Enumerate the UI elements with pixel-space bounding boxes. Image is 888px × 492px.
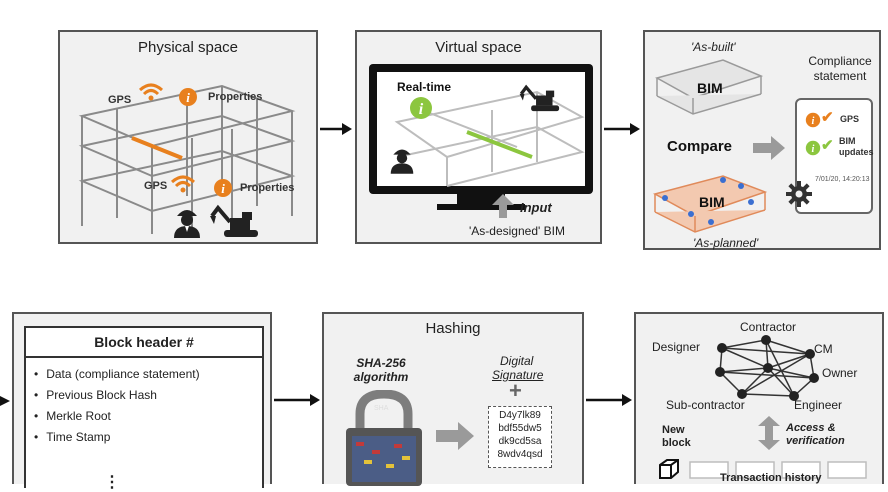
arrow-right-icon: [320, 123, 352, 135]
digital-label: Digital: [500, 354, 534, 368]
bim-label-top: BIM: [697, 80, 723, 96]
bim-updates-label: BIM updates: [839, 136, 874, 157]
blockchain-cubes-illustration: [689, 461, 867, 479]
steel-frame-illustration: [78, 84, 296, 234]
worker-icon: [174, 210, 200, 238]
checkmark-orange-icon: ✔: [821, 109, 834, 126]
compliance-statement-title: Compliance statement: [808, 54, 872, 83]
bim-label-bottom: BIM: [699, 194, 725, 210]
info-icon-green: i: [805, 140, 821, 156]
arrow-up-icon: [492, 194, 514, 218]
block-header-title: Block header #: [26, 328, 262, 358]
realtime-label: Real-time: [397, 80, 452, 94]
wifi-signal-icon: [170, 175, 196, 193]
excavator-icon: [210, 204, 258, 237]
arrow-right-icon: [586, 394, 632, 406]
more-items-ellipsis: ⋮: [104, 474, 120, 491]
virtual-space-title: Virtual space: [435, 39, 522, 56]
plus-icon: +: [509, 378, 522, 403]
gps-check-label: GPS: [840, 114, 860, 124]
compare-label: Compare: [667, 138, 733, 155]
sha-lock-text: SHA: [374, 405, 389, 412]
arrow-right-gray-icon: [753, 136, 785, 160]
info-icon-orange: i: [179, 88, 197, 106]
double-arrow-icon: [758, 416, 780, 450]
info-icon-orange: i: [805, 112, 821, 128]
transaction-history-label: Transaction history: [720, 472, 822, 484]
node-label-cm: CM: [814, 342, 833, 356]
excavator-icon: [519, 84, 560, 112]
hash-value: dk9cd5sa: [498, 436, 542, 447]
info-icon-green: i: [410, 97, 432, 119]
block-header-panel: Block header # Data (compliance statemen…: [12, 312, 272, 491]
arrow-right-icon: [604, 123, 640, 135]
gear-icon: [786, 181, 812, 207]
node-label-owner: Owner: [822, 366, 858, 380]
block-header-item-data: Data (compliance statement): [34, 364, 262, 385]
as-planned-model-illustration: [652, 175, 768, 233]
timestamp-label: 7/01/20, 14:20:13: [815, 176, 870, 183]
block-header-list: Data (compliance statement) Previous Blo…: [26, 364, 262, 448]
as-designed-label: 'As-designed' BIM: [469, 224, 565, 238]
new-block-label: New block: [662, 424, 691, 449]
arrow-right-gray-icon: [436, 422, 474, 450]
access-verification-label: Access & verification: [786, 422, 845, 447]
hashing-panel: Hashing SHA-256 algorithm SHA Digital Si…: [322, 312, 584, 486]
node-label-contractor: Contractor: [740, 320, 797, 334]
gps-label-bottom: GPS: [144, 180, 168, 192]
cube-icon: [659, 459, 679, 479]
properties-label-top: Properties: [208, 91, 263, 103]
node-label-sub-contractor: Sub-contractor: [666, 398, 745, 412]
properties-label-bottom: Properties: [240, 182, 295, 194]
info-icon-orange: i: [214, 179, 232, 197]
physical-space-title: Physical space: [137, 39, 239, 56]
hash-value: bdf55dw5: [498, 423, 542, 434]
hash-value: 8wdv4qsd: [497, 449, 543, 460]
arrow-in-icon: [0, 396, 10, 406]
arrow-right-icon: [274, 394, 320, 406]
wifi-signal-icon: [138, 83, 164, 101]
svg-text:i: i: [812, 116, 815, 127]
svg-text:i: i: [186, 90, 190, 105]
svg-text:i: i: [221, 181, 225, 196]
worker-icon: [390, 149, 414, 174]
network-panel: Contractor Designer CM Owner Sub-contrac…: [634, 312, 884, 484]
as-built-label: 'As-built': [691, 40, 736, 54]
input-label: Input: [520, 200, 552, 215]
gps-label-top: GPS: [108, 94, 132, 106]
as-planned-label: 'As-planned': [693, 236, 759, 250]
block-header-item-merkle-root: Merkle Root: [34, 406, 262, 427]
signature-label: Signature: [492, 368, 544, 382]
block-header-box: Block header # Data (compliance statemen…: [24, 326, 264, 491]
padlock-icon: [346, 390, 422, 486]
hash-values-box: D4y7lk89 bdf55dw5 dk9cd5sa 8wdv4qsd: [488, 406, 552, 468]
block-header-item-time-stamp: Time Stamp: [34, 427, 262, 448]
sha-algorithm-label: SHA-256 algorithm: [353, 356, 409, 384]
node-label-engineer: Engineer: [794, 398, 843, 412]
hash-value: D4y7lk89: [499, 410, 541, 421]
compliance-panel: 'As-built' BIM Compare BIM 'As-planned' …: [643, 30, 881, 250]
physical-space-panel: Physical space GPS i Properties: [58, 30, 318, 244]
block-header-item-previous-hash: Previous Block Hash: [34, 385, 262, 406]
virtual-space-panel: Virtual space Real-time i Input 'As-de: [355, 30, 602, 244]
node-label-designer: Designer: [652, 340, 701, 354]
svg-text:i: i: [812, 144, 815, 155]
hashing-title: Hashing: [425, 320, 481, 337]
network-graph-illustration: [715, 335, 819, 401]
checkmark-green-icon: ✔: [821, 137, 834, 154]
svg-text:i: i: [419, 101, 424, 118]
as-built-model-illustration: [655, 59, 764, 115]
